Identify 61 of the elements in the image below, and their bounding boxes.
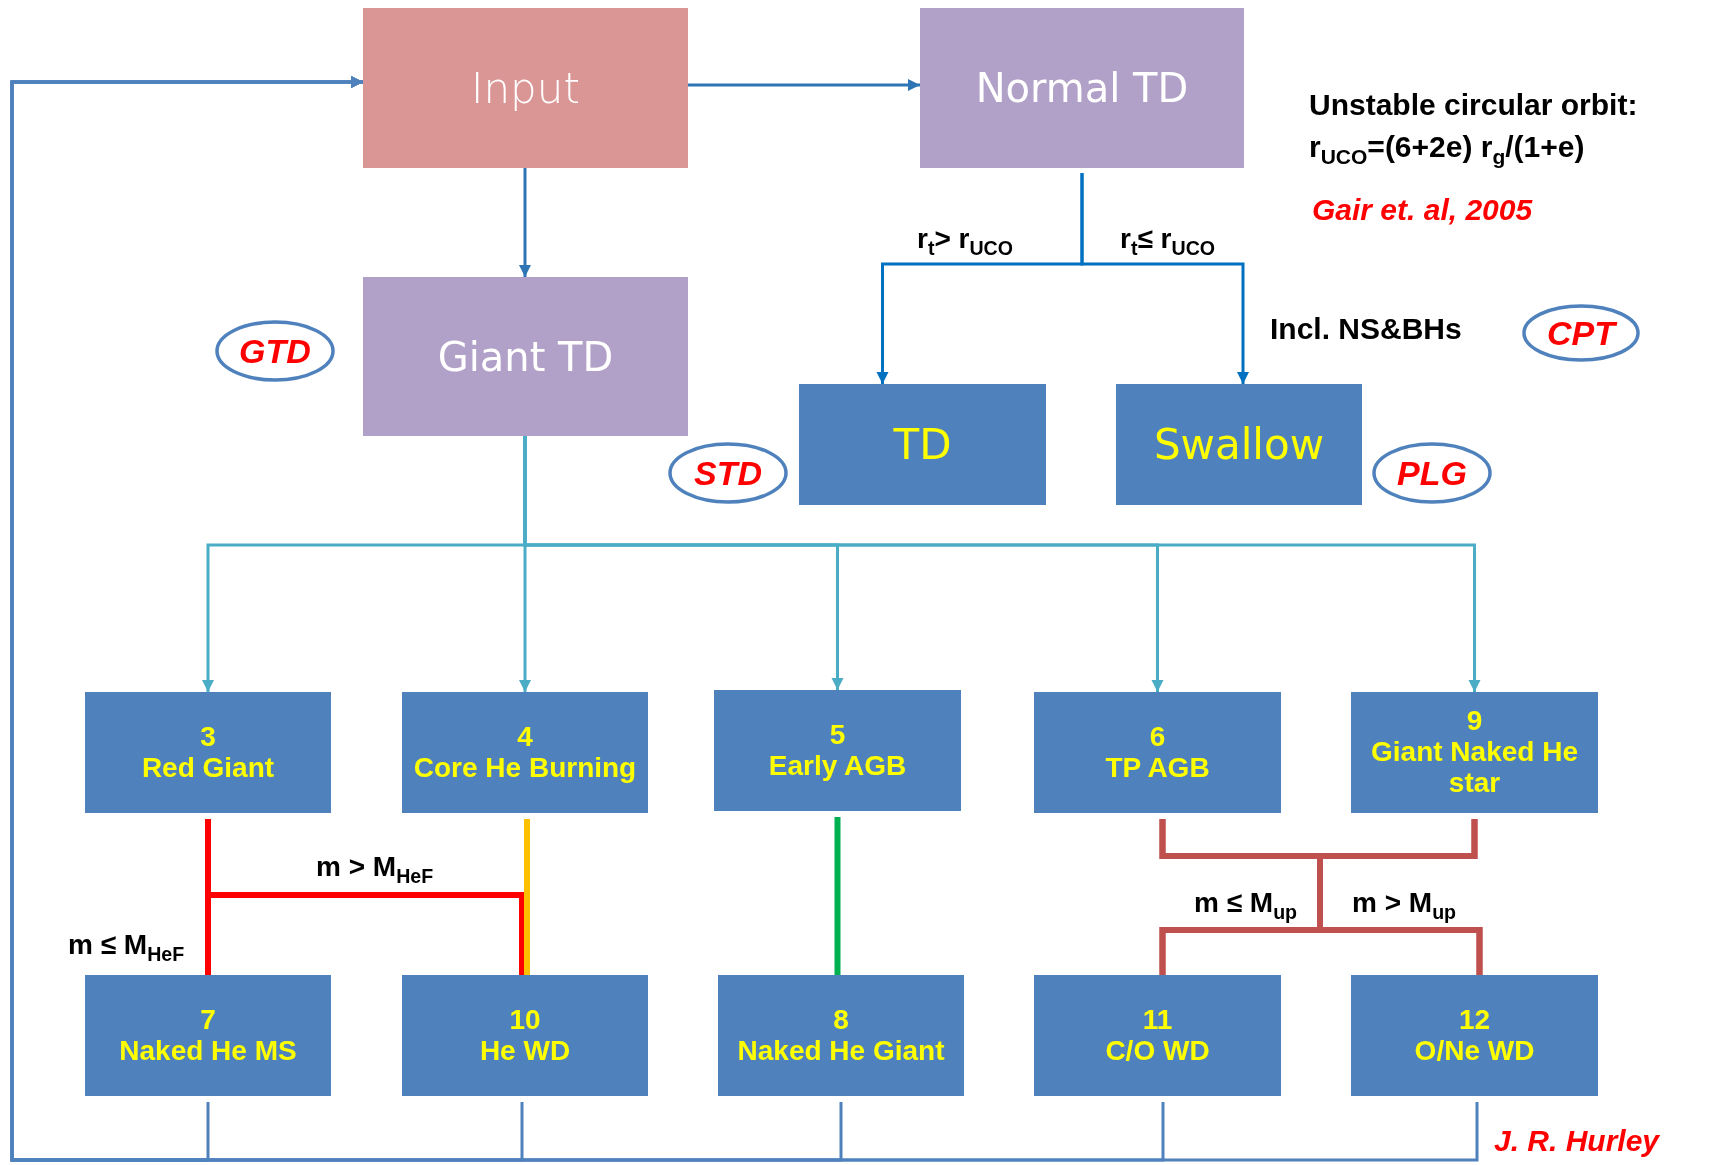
outcome-box <box>799 384 1046 505</box>
arrow <box>519 168 531 277</box>
type-number: 4 <box>517 721 533 753</box>
box-label: Naked He Giant <box>737 1035 945 1067</box>
type-number: 9 <box>1466 706 1483 738</box>
note-text: Unstable circular orbit: <box>1309 88 1638 122</box>
stellar-type-box <box>718 975 964 1096</box>
tag-oval <box>215 320 335 382</box>
note-text: Incl. NS&BHs <box>1270 312 1462 346</box>
box-label: C/O WD <box>1105 1035 1210 1067</box>
arrow <box>1080 173 1249 384</box>
tag-oval <box>668 442 788 504</box>
box-label: Core He Burning <box>413 752 637 784</box>
type-number: 12 <box>1458 1004 1491 1036</box>
arrow <box>523 436 1481 692</box>
process-box <box>920 8 1244 168</box>
stellar-type-box <box>1034 692 1281 813</box>
type-number: 8 <box>833 1004 849 1036</box>
outcome-box <box>1116 384 1362 505</box>
box-label: STD <box>694 453 762 493</box>
box-label: Giant TD <box>437 333 614 380</box>
box-label: O/Ne WD <box>1414 1035 1535 1067</box>
connector-line <box>524 819 530 975</box>
type-number: 5 <box>829 719 846 751</box>
stellar-type-box <box>1351 975 1598 1096</box>
stellar-type-box <box>1034 975 1281 1096</box>
arrow <box>688 79 920 91</box>
note-text: r$_{UCO}$=(6+2e) r$_{g}$/(1+e) <box>1309 130 1585 169</box>
box-label: TD <box>893 420 952 469</box>
box-label: Swallow <box>1153 420 1325 469</box>
connector-line <box>834 817 841 975</box>
author-credit: J. R. Hurley <box>1494 1124 1660 1158</box>
box-label: He WD <box>479 1035 571 1067</box>
arrow <box>10 76 1479 1162</box>
stellar-type-box <box>402 692 648 813</box>
type-number: 11 <box>1142 1004 1173 1036</box>
type-number: 10 <box>509 1004 541 1036</box>
box-label: Red Giant <box>141 752 275 784</box>
stellar-type-box <box>85 692 331 813</box>
box-label: Normal TD <box>975 65 1189 111</box>
stellar-type-box <box>402 975 648 1096</box>
box-label: Input <box>471 63 580 113</box>
stellar-type-box <box>85 975 331 1096</box>
box-label: TP AGB <box>1105 752 1210 784</box>
tag-oval <box>1372 442 1492 504</box>
tag-oval <box>1522 304 1640 362</box>
box-label: PLG <box>1397 453 1467 493</box>
connector-line <box>205 819 525 975</box>
input-box <box>363 8 688 168</box>
box-label: GTD <box>239 331 311 371</box>
connector-line <box>1317 819 1483 975</box>
box-label: Naked He MS <box>119 1035 297 1067</box>
type-number: 3 <box>200 721 216 753</box>
type-number: 6 <box>1149 721 1166 753</box>
type-number: 7 <box>200 1004 216 1036</box>
process-box <box>363 277 688 436</box>
box-label: Early AGB <box>768 750 907 782</box>
box-label: Giant Naked He star <box>1370 737 1579 799</box>
stellar-type-box <box>1351 692 1598 813</box>
citation-text: Gair et. al, 2005 <box>1312 193 1533 227</box>
stellar-type-box <box>714 690 961 811</box>
